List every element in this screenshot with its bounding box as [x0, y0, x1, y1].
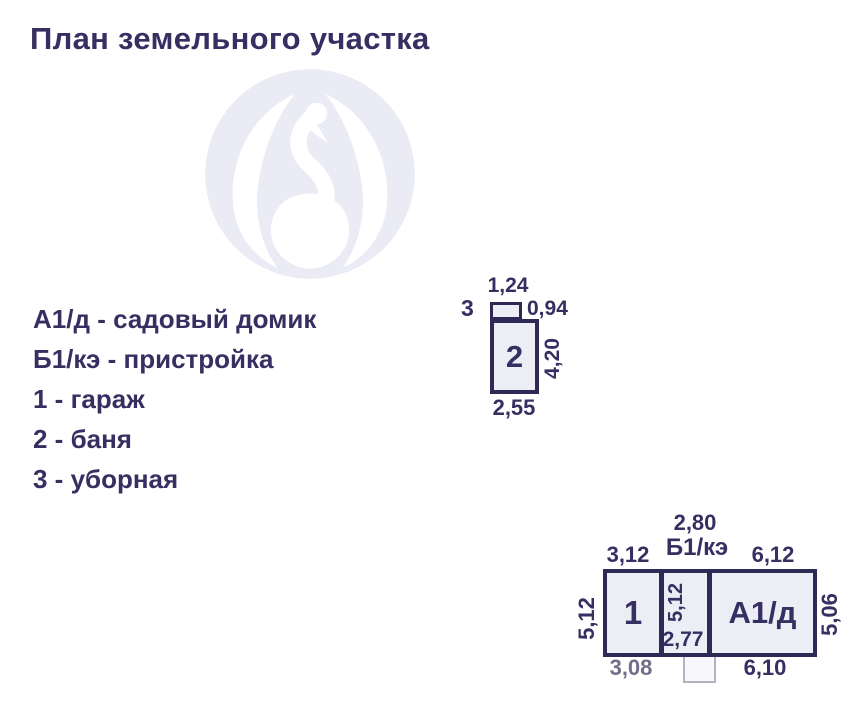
dim-house-width-top: 6,12	[751, 542, 795, 567]
legend: А1/д - садовый домик Б1/кэ - пристройка …	[33, 299, 316, 499]
dim-annex-height: 5,12	[664, 582, 687, 622]
dim-left-height: 5,12	[573, 596, 599, 640]
outhouse-box	[490, 302, 522, 320]
house-room-label: А1/д	[728, 595, 797, 630]
dim-bath-top-width: 1,24	[487, 274, 529, 297]
page-title: План земельного участка	[30, 21, 430, 56]
swan-logo-icon	[202, 64, 418, 284]
bath-box	[490, 319, 539, 394]
legend-item-outhouse: 3 - уборная	[33, 464, 179, 494]
legend-item-bath: 2 - баня	[33, 424, 132, 454]
dim-bath-height: 4,20	[541, 337, 564, 379]
annex-house-divider	[707, 573, 712, 653]
dim-house-width-bottom: 6,10	[743, 655, 787, 680]
bath-room-label: 2	[505, 338, 524, 374]
dim-garage-width-top: 3,12	[606, 542, 650, 567]
dim-bath-bottom-width: 2,55	[492, 395, 536, 420]
porch-box	[683, 655, 716, 683]
house-outline: 1 5,12 2,77 А1/д	[603, 569, 817, 657]
dim-outhouse-height: 0,94	[527, 297, 568, 320]
dim-annex-width-bottom: 2,77	[662, 628, 704, 651]
garage-annex-divider	[659, 573, 664, 653]
dim-annex-width-top: 2,80	[673, 510, 717, 535]
dim-right-height: 5,06	[816, 592, 842, 636]
legend-item-house: А1/д - садовый домик	[33, 304, 317, 334]
outhouse-ref-label: 3	[461, 295, 474, 321]
legend-item-garage: 1 - гараж	[33, 384, 145, 414]
annex-title: Б1/кэ	[665, 534, 729, 561]
dim-garage-width-bottom: 3,08	[609, 655, 653, 680]
legend-item-annex: Б1/кэ - пристройка	[33, 344, 274, 374]
garage-room-label: 1	[623, 594, 643, 631]
